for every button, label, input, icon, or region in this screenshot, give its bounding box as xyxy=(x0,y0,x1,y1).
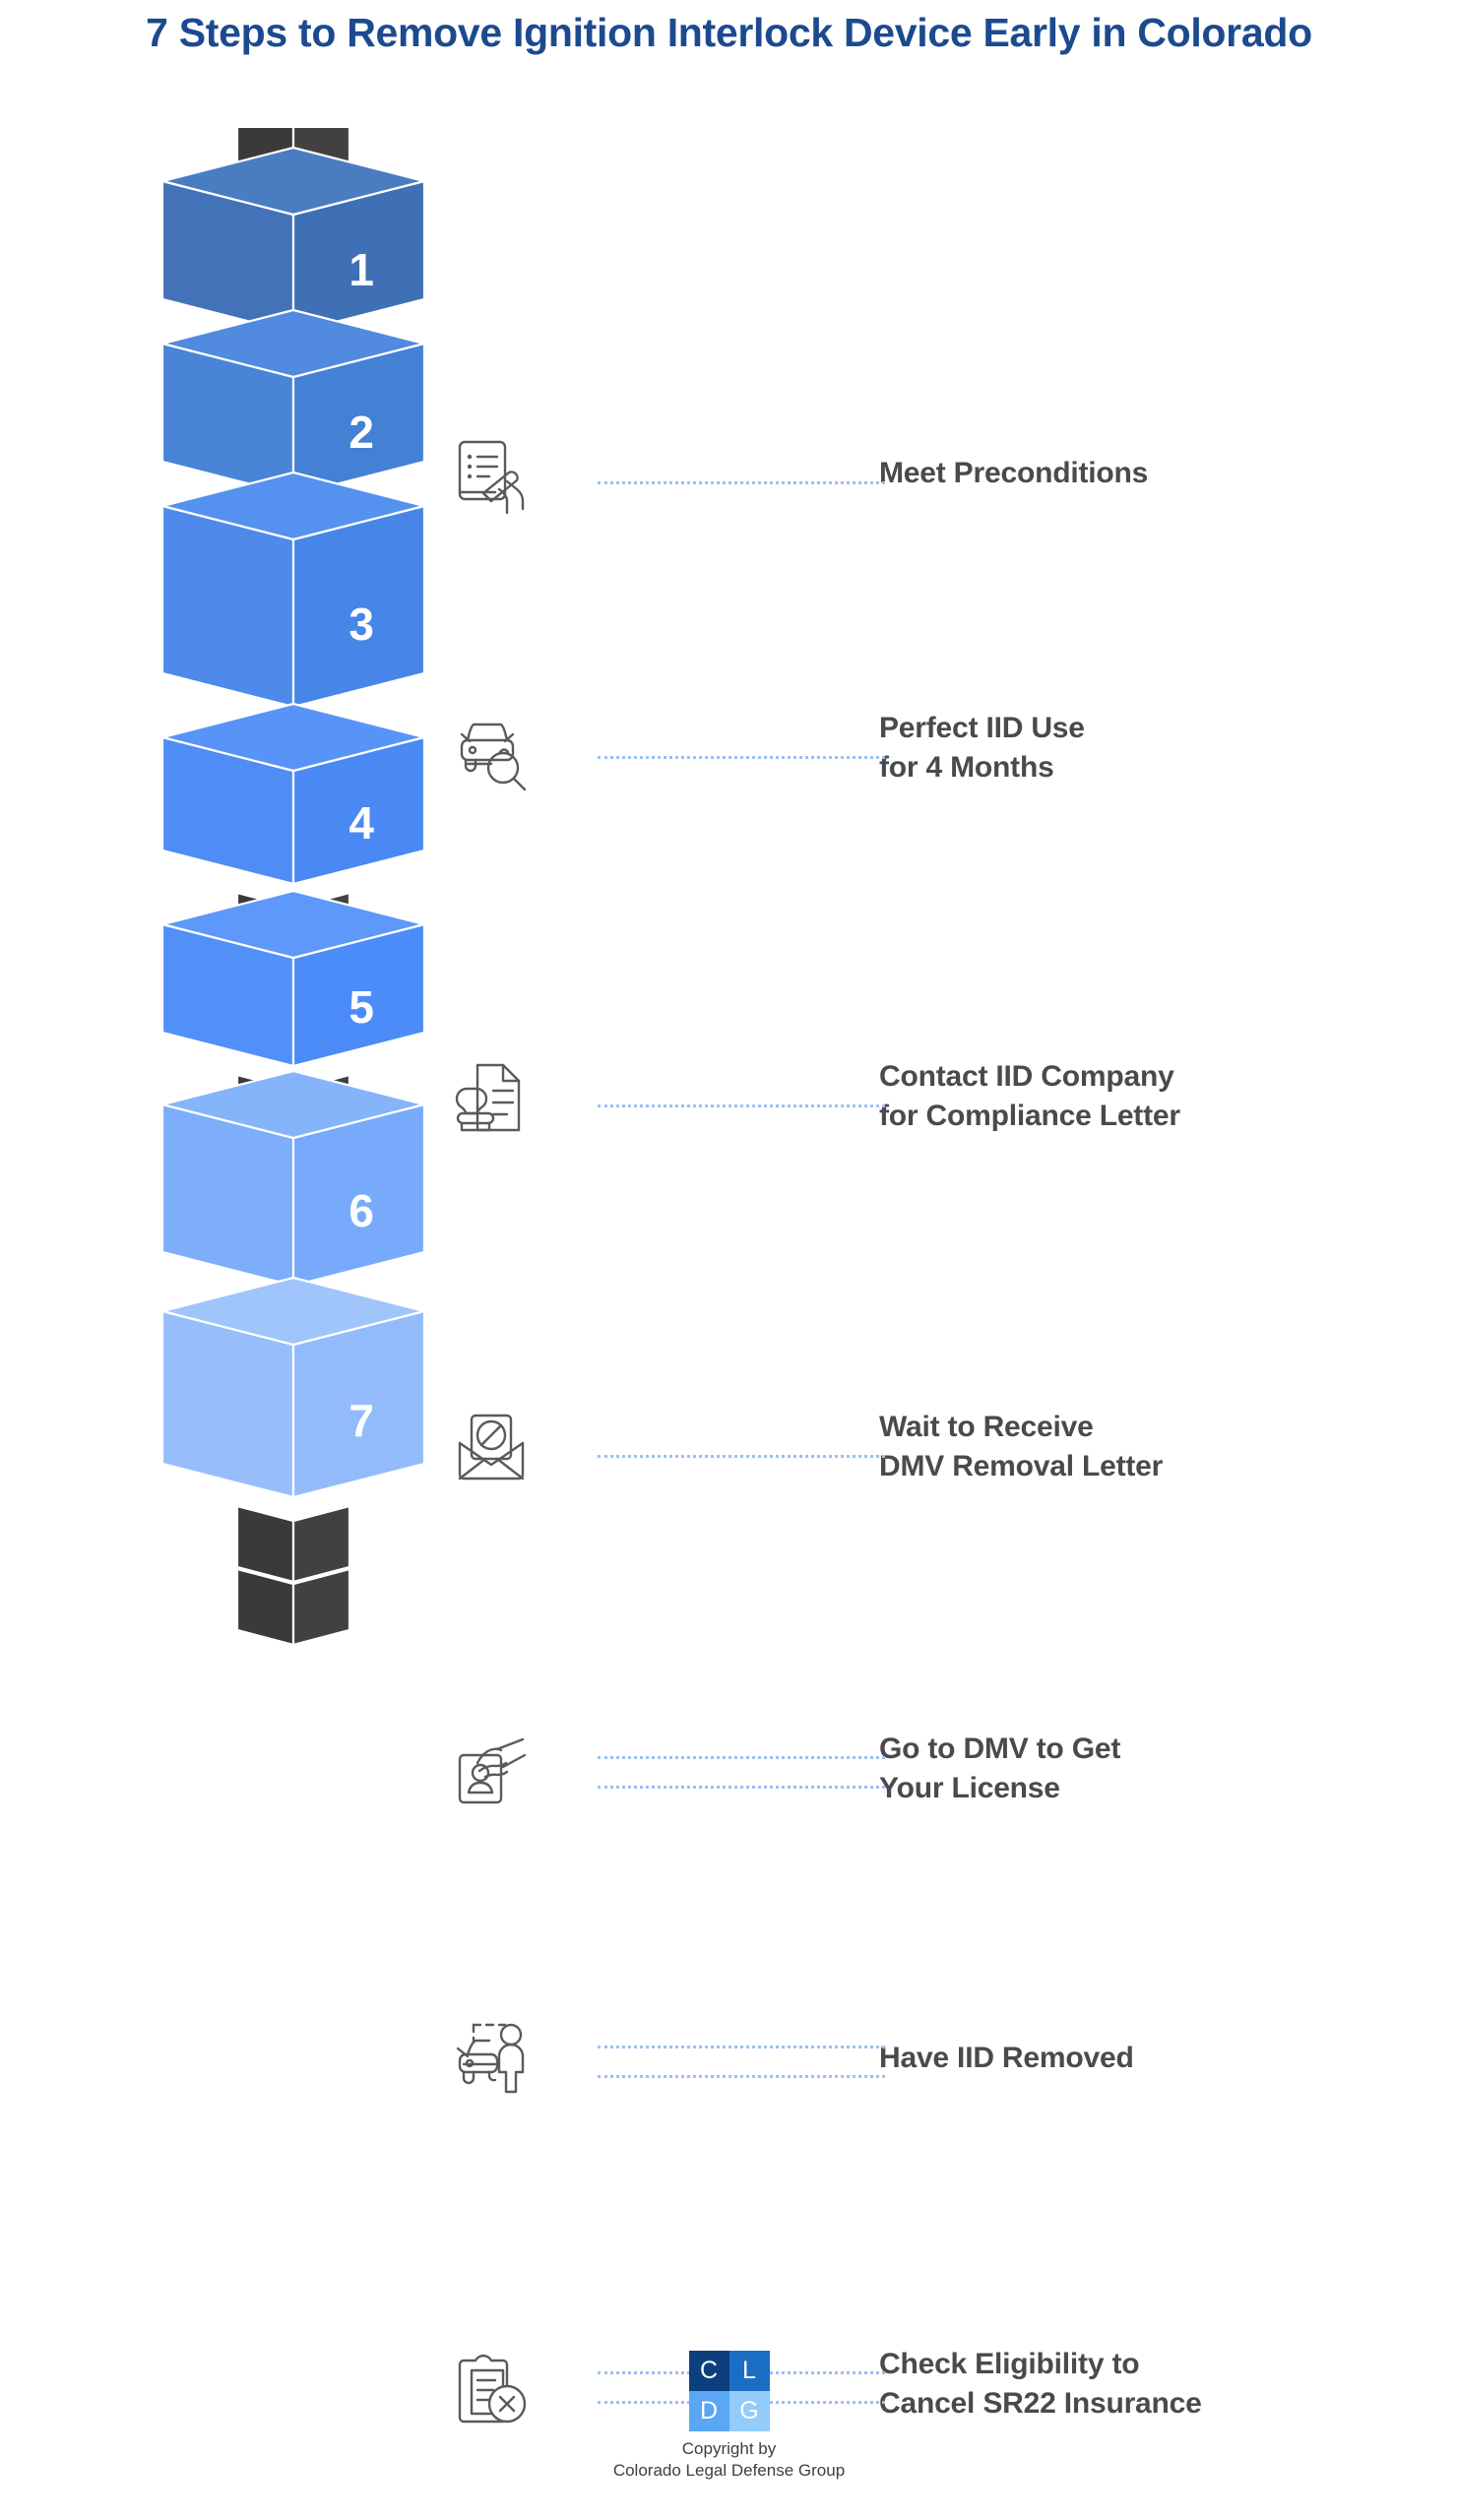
car-person-icon xyxy=(456,2023,525,2093)
step-block-4: 4 xyxy=(160,702,426,886)
step-block-6: 6 xyxy=(160,1069,426,1288)
envelope-letter-icon xyxy=(458,1415,525,1480)
page-title: 7 Steps to Remove Ignition Interlock Dev… xyxy=(146,10,1312,55)
step-label-line2-2: for 4 Months xyxy=(879,751,1054,785)
step-block-4-top-face xyxy=(160,702,426,773)
footer: C L D G Copyright by Colorado Legal Defe… xyxy=(0,2351,1458,2482)
dotted-line xyxy=(598,2045,885,2048)
step-block-6-number: 6 xyxy=(349,1185,374,1236)
copyright-line-1: Copyright by xyxy=(681,2439,777,2458)
dotted-line xyxy=(598,1103,885,1107)
step-icon-cell-1 xyxy=(448,419,556,528)
step-block-2-number: 2 xyxy=(349,407,374,458)
step-connector-dots-2 xyxy=(556,694,885,802)
step-label-7: Check Eligibility to Cancel SR22 Insuranc… xyxy=(842,2350,1432,2419)
step-label-1: Meet Preconditions xyxy=(842,459,1432,488)
step-icon-cell-4 xyxy=(448,1393,556,1501)
step-icon-cell-2 xyxy=(448,694,556,802)
copyright-line-2: Colorado Legal Defense Group xyxy=(612,2460,846,2480)
step-row-2: Perfect IID Use for 4 Months xyxy=(448,689,1432,807)
dotted-line xyxy=(598,1455,885,1459)
dotted-line xyxy=(598,1785,885,1789)
step-icon-cell-3 xyxy=(448,1042,556,1151)
step-label-line2-7: Cancel SR22 Insurance xyxy=(879,2387,1202,2421)
clipboard-cancel-icon xyxy=(458,2354,527,2424)
step-block-1-top-face xyxy=(160,146,426,217)
logo-letter-g: G xyxy=(729,2391,770,2431)
step-label-line1-1: Meet Preconditions xyxy=(879,457,1149,490)
step-block-3-number: 3 xyxy=(349,598,374,650)
step-icon-cell-7 xyxy=(448,2330,556,2438)
step-block-5-top-face xyxy=(160,889,426,960)
step-label-line1-7: Check Eligibility to xyxy=(879,2348,1140,2381)
dotted-line xyxy=(598,1755,885,1759)
dotted-line xyxy=(598,756,885,760)
logo-letter-d: D xyxy=(688,2391,729,2431)
cldg-logo: C L D G xyxy=(688,2351,770,2431)
step-label-2: Perfect IID Use for 4 Months xyxy=(842,714,1432,783)
step-block-7-number: 7 xyxy=(349,1395,374,1446)
copyright-block: Copyright by Colorado Legal Defense Grou… xyxy=(0,2438,1458,2482)
step-block-1: 1 xyxy=(160,146,426,335)
step-label-6: Have IID Removed xyxy=(842,2041,1432,2074)
step-block-2: 2 xyxy=(160,308,426,497)
step-connector-dots-6 xyxy=(556,2004,885,2112)
step-block-1-number: 1 xyxy=(349,244,374,295)
base-connector-lower-right-face xyxy=(291,1567,351,1647)
logo-letter-l: L xyxy=(729,2351,770,2391)
dotted-line xyxy=(598,481,885,485)
base-connector-upper xyxy=(235,1504,351,1584)
step-label-line2-4: DMV Removal Letter xyxy=(879,1450,1164,1483)
step-label-line2-5: Your License xyxy=(879,1771,1060,1804)
step-block-3-top-face xyxy=(160,471,426,541)
step-icon-cell-6 xyxy=(448,2004,556,2112)
document-stamp-icon xyxy=(455,1063,521,1131)
checklist-pen-icon xyxy=(458,441,525,515)
step-connector-dots-1 xyxy=(556,419,885,528)
step-row-1: Meet Preconditions xyxy=(448,414,1432,533)
step-icon-cell-5 xyxy=(448,1715,556,1823)
step-connector-dots-4 xyxy=(556,1393,885,1501)
step-block-7: 7 xyxy=(160,1276,426,1499)
step-row-3: Contact IID Company for Compliance Letter xyxy=(448,1038,1432,1156)
base-connector-upper-right-face xyxy=(291,1504,351,1584)
step-label-line1-6: Have IID Removed xyxy=(879,2041,1134,2074)
step-block-3: 3 xyxy=(160,471,426,709)
step-label-line1-3: Contact IID Company xyxy=(879,1059,1174,1093)
step-connector-dots-5 xyxy=(556,1715,885,1823)
hand-id-card-icon xyxy=(458,1737,527,1803)
car-magnifier-icon xyxy=(460,723,527,791)
step-label-line2-3: for Compliance Letter xyxy=(879,1099,1180,1132)
step-label-line1-4: Wait to Receive xyxy=(879,1411,1094,1444)
step-block-3-left-face xyxy=(160,504,295,709)
step-label-3: Contact IID Company for Compliance Letter xyxy=(842,1059,1432,1132)
logo-letter-c: C xyxy=(688,2351,729,2391)
step-label-line1-5: Go to DMV to Get xyxy=(879,1732,1121,1765)
step-block-4-number: 4 xyxy=(349,797,374,849)
dotted-line xyxy=(598,2074,885,2078)
step-block-2-top-face xyxy=(160,308,426,379)
step-connector-dots-3 xyxy=(556,1042,885,1151)
step-block-5: 5 xyxy=(160,889,426,1068)
step-block-7-top-face xyxy=(160,1276,426,1347)
step-block-5-number: 5 xyxy=(349,981,374,1033)
isometric-tower: 1 2 3 4 5 6 7 xyxy=(160,128,426,1647)
step-block-6-top-face xyxy=(160,1069,426,1140)
base-connector-lower xyxy=(235,1567,351,1647)
step-label-line1-2: Perfect IID Use xyxy=(879,712,1085,745)
step-row-6: Have IID Removed xyxy=(448,1999,1432,2117)
